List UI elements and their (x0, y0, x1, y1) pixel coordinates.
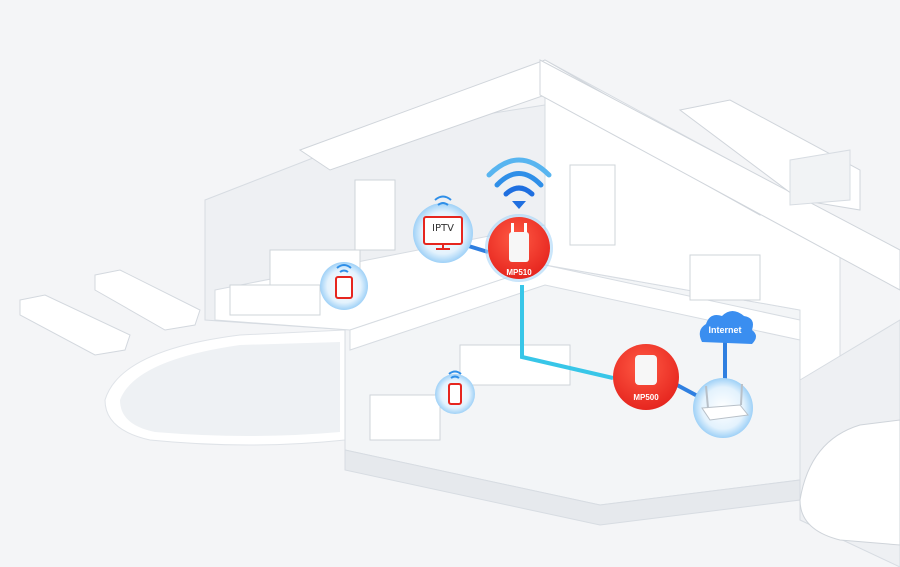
wifi-icon (336, 264, 352, 273)
mp500-powerline-node (613, 344, 679, 410)
garage-car (799, 319, 900, 567)
tablet-icon (335, 276, 353, 299)
tablet-node (320, 262, 368, 310)
mp510-extender-node (485, 214, 553, 282)
wifi-icon (434, 195, 452, 206)
pool (104, 329, 346, 446)
router-node (693, 378, 753, 438)
wifi-icon (448, 370, 462, 379)
powerline-connection (520, 285, 614, 380)
smartphone-icon (448, 383, 462, 405)
router-icon (701, 404, 749, 421)
extender-device-icon (509, 232, 529, 262)
iptv-node (413, 195, 473, 263)
internet-label: Internet (708, 325, 742, 335)
iptv-label: IPTV (432, 223, 454, 234)
powerline-device-icon (635, 355, 657, 385)
internet-cloud-icon (699, 311, 756, 344)
mp500-label: MP500 (633, 393, 659, 402)
mp510-label: MP510 (506, 268, 532, 277)
house (204, 59, 900, 526)
wifi-signal-icon (486, 157, 552, 209)
phone-node (435, 370, 475, 414)
sun-loungers (19, 269, 201, 356)
